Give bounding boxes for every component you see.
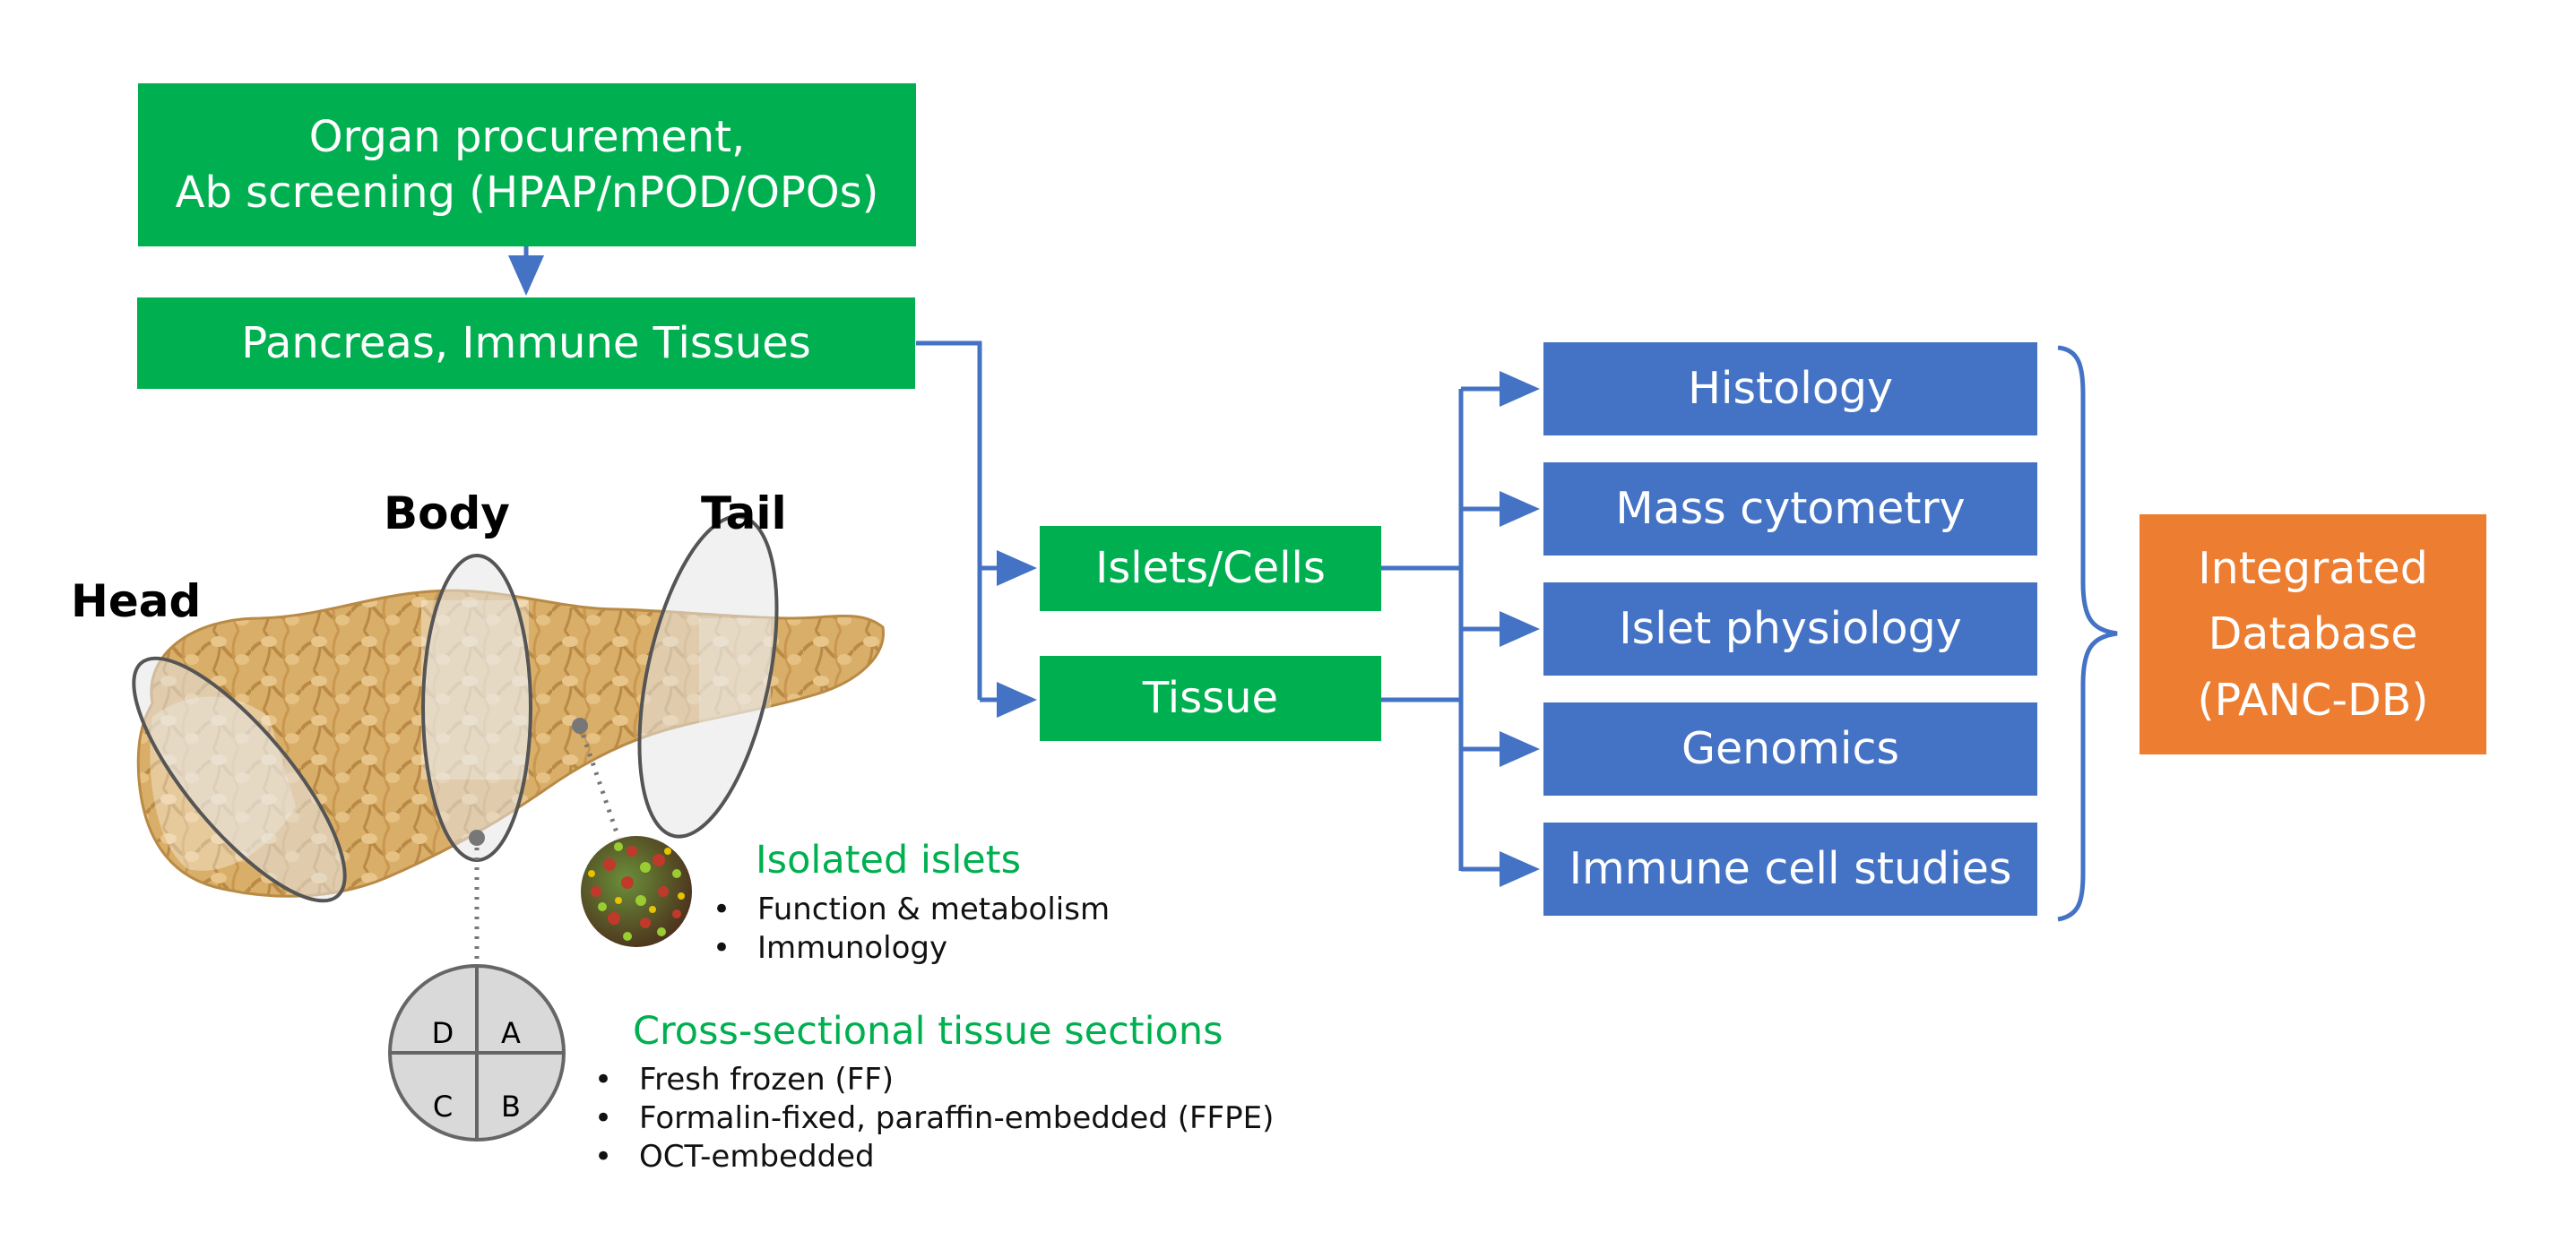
tail-label: Tail <box>701 487 787 539</box>
quadrant-c: C <box>433 1090 453 1124</box>
assay-genomics-box: Genomics <box>1543 702 2037 796</box>
cross-sections-list: Fresh frozen (FF) Formalin-fixed, paraff… <box>594 1061 1274 1176</box>
arrow-to-islets <box>916 340 1037 586</box>
assay-islet-physiology-box: Islet physiology <box>1543 582 2037 676</box>
flow-arrows <box>508 246 1540 887</box>
isolated-islets-title: Isolated islets <box>756 838 1021 883</box>
quadrant-b: B <box>501 1090 521 1124</box>
assay-immune-cell-studies-box: Immune cell studies <box>1543 823 2037 916</box>
list-item: Formalin-fixed, paraffin-embedded (FFPE) <box>594 1099 1274 1138</box>
section-planes <box>132 514 779 903</box>
head-plane <box>132 656 347 903</box>
head-label: Head <box>71 575 202 627</box>
list-item: Function & metabolism <box>713 891 1110 929</box>
list-item: Immunology <box>713 929 1110 968</box>
quadrant-d: D <box>432 1016 454 1050</box>
list-item: OCT-embedded <box>594 1138 1274 1176</box>
cross-sections-title: Cross-sectional tissue sections <box>633 1009 1223 1054</box>
curly-brace <box>2057 345 2118 922</box>
cross-section-diagram <box>388 964 566 1142</box>
body-plane <box>421 554 532 862</box>
assay-mass-cytometry-box: Mass cytometry <box>1543 462 2037 556</box>
body-label: Body <box>384 487 510 539</box>
organ-procurement-box: Organ procurement, Ab screening (HPAP/nP… <box>138 83 916 246</box>
islets-cells-box: Islets/Cells <box>1040 526 1381 611</box>
pancreas-immune-tissues-box: Pancreas, Immune Tissues <box>137 297 915 389</box>
islet-cluster-icon <box>581 836 692 947</box>
quadrant-a: A <box>501 1016 521 1050</box>
tail-plane <box>637 514 779 839</box>
isolated-islets-list: Function & metabolism Immunology <box>713 891 1110 968</box>
list-item: Fresh frozen (FF) <box>594 1061 1274 1099</box>
leader-lines <box>474 725 621 963</box>
integrated-database-box: Integrated Database (PANC-DB) <box>2139 514 2486 754</box>
tissue-box: Tissue <box>1040 656 1381 741</box>
assay-histology-box: Histology <box>1543 342 2037 435</box>
